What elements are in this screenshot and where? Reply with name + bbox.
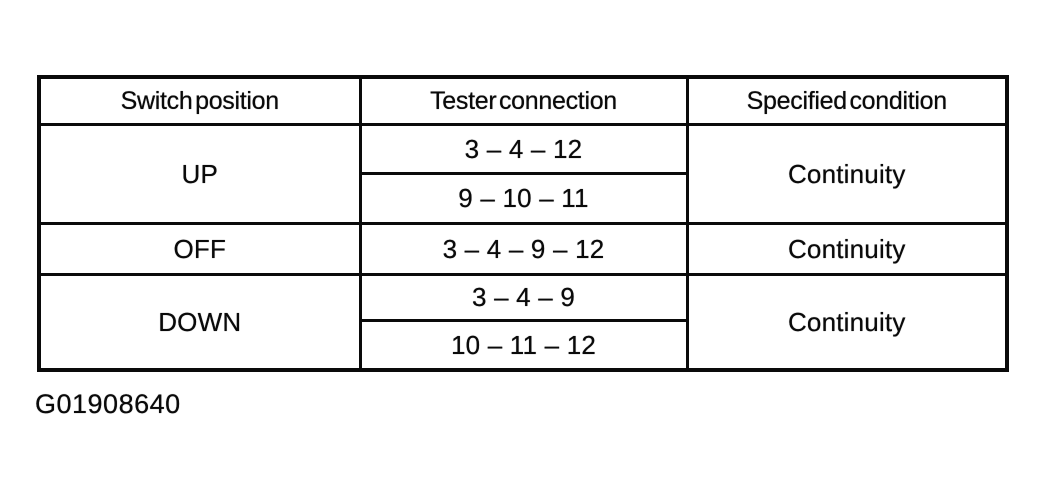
cell-switch-position-off: OFF	[37, 222, 362, 276]
cell-specified-condition-down: Continuity	[685, 273, 1009, 372]
cell-tester-connection-down-1: 3 – 4 – 9	[358, 273, 689, 322]
cell-switch-position-down: DOWN	[37, 273, 362, 372]
table-row-off: OFF 3 – 4 – 9 – 12 Continuity	[37, 222, 1009, 276]
table-header-row: Switch position Tester connection Specif…	[37, 75, 1009, 126]
header-tester-connection: Tester connection	[358, 75, 689, 126]
continuity-spec-table: Switch position Tester connection Specif…	[37, 75, 1009, 372]
table-row-down-sub: 10 – 11 – 12	[39, 319, 1007, 372]
table-row-up-sub: 9 – 10 – 11	[39, 172, 1007, 225]
cell-specified-condition-up: Continuity	[685, 123, 1009, 225]
header-switch-position: Switch position	[37, 75, 362, 126]
cell-tester-connection-up-2: 9 – 10 – 11	[358, 172, 689, 225]
figure-code: G01908640	[35, 389, 181, 419]
cell-switch-position-up: UP	[37, 123, 362, 225]
cell-tester-connection-down-2: 10 – 11 – 12	[358, 319, 689, 372]
cell-tester-connection-off: 3 – 4 – 9 – 12	[358, 222, 689, 276]
table-row-down: DOWN 3 – 4 – 9 Continuity	[37, 273, 1009, 372]
cell-specified-condition-off: Continuity	[685, 222, 1009, 276]
table-row-up: UP 3 – 4 – 12 Continuity	[37, 123, 1009, 225]
cell-tester-connection-up-1: 3 – 4 – 12	[358, 123, 689, 175]
header-specified-condition: Specified condition	[685, 75, 1009, 126]
